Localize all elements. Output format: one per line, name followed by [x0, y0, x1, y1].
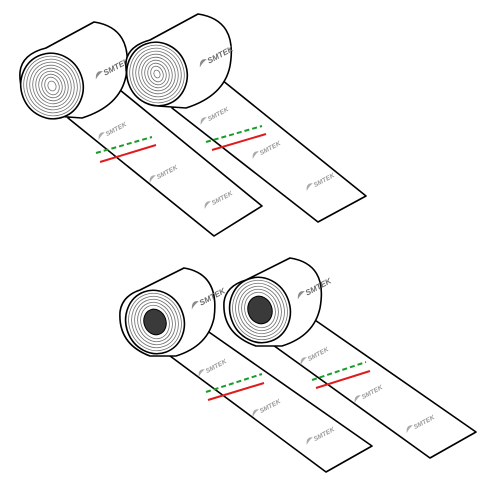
perforation-dashed-line [95, 136, 153, 154]
perforation-dashed-line [205, 373, 263, 393]
roll-core [247, 295, 273, 325]
roll-bottom-left: SMTEK SMTEK SMTEK SMTEK [119, 267, 373, 473]
roll-top-left: SMTEK SMTEK SMTEK SMTEK [19, 21, 263, 237]
roll-end-face [125, 41, 189, 107]
cut-line-red [207, 382, 265, 401]
perforation-dashed-line [311, 361, 367, 381]
roll-end-face [124, 289, 186, 355]
roll-top-right: SMTEK SMTEK SMTEK SMTEK [125, 13, 367, 223]
cut-line-red [315, 370, 371, 389]
cut-line-red [99, 144, 157, 163]
roll-end-face [228, 276, 292, 344]
roll-core [143, 308, 167, 336]
perforation-dashed-line [205, 125, 263, 143]
roll-bottom-right: SMTEK SMTEK SMTEK SMTEK [223, 257, 477, 459]
cut-line-red [211, 133, 267, 151]
roll-end-face [19, 52, 85, 120]
